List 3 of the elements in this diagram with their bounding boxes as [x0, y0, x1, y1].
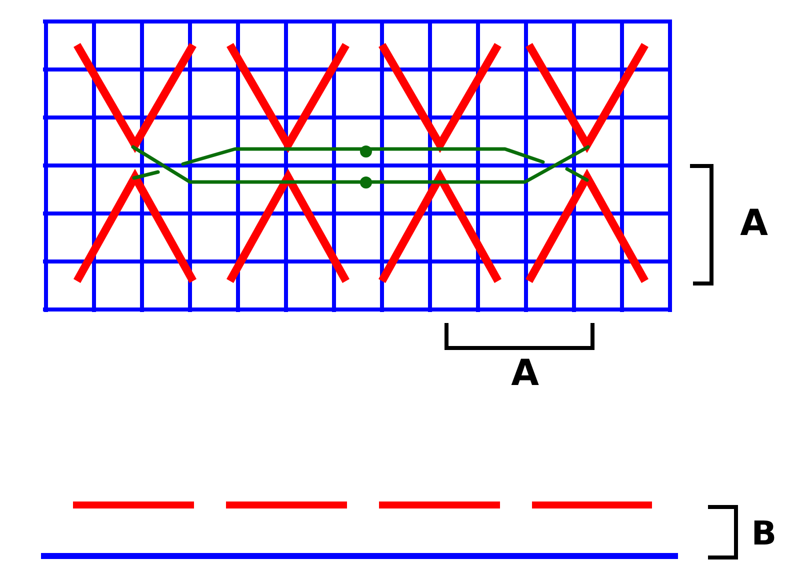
- dimension-label: B: [751, 516, 777, 550]
- dimension-label: A: [740, 206, 768, 242]
- dimension-label: A: [511, 356, 539, 392]
